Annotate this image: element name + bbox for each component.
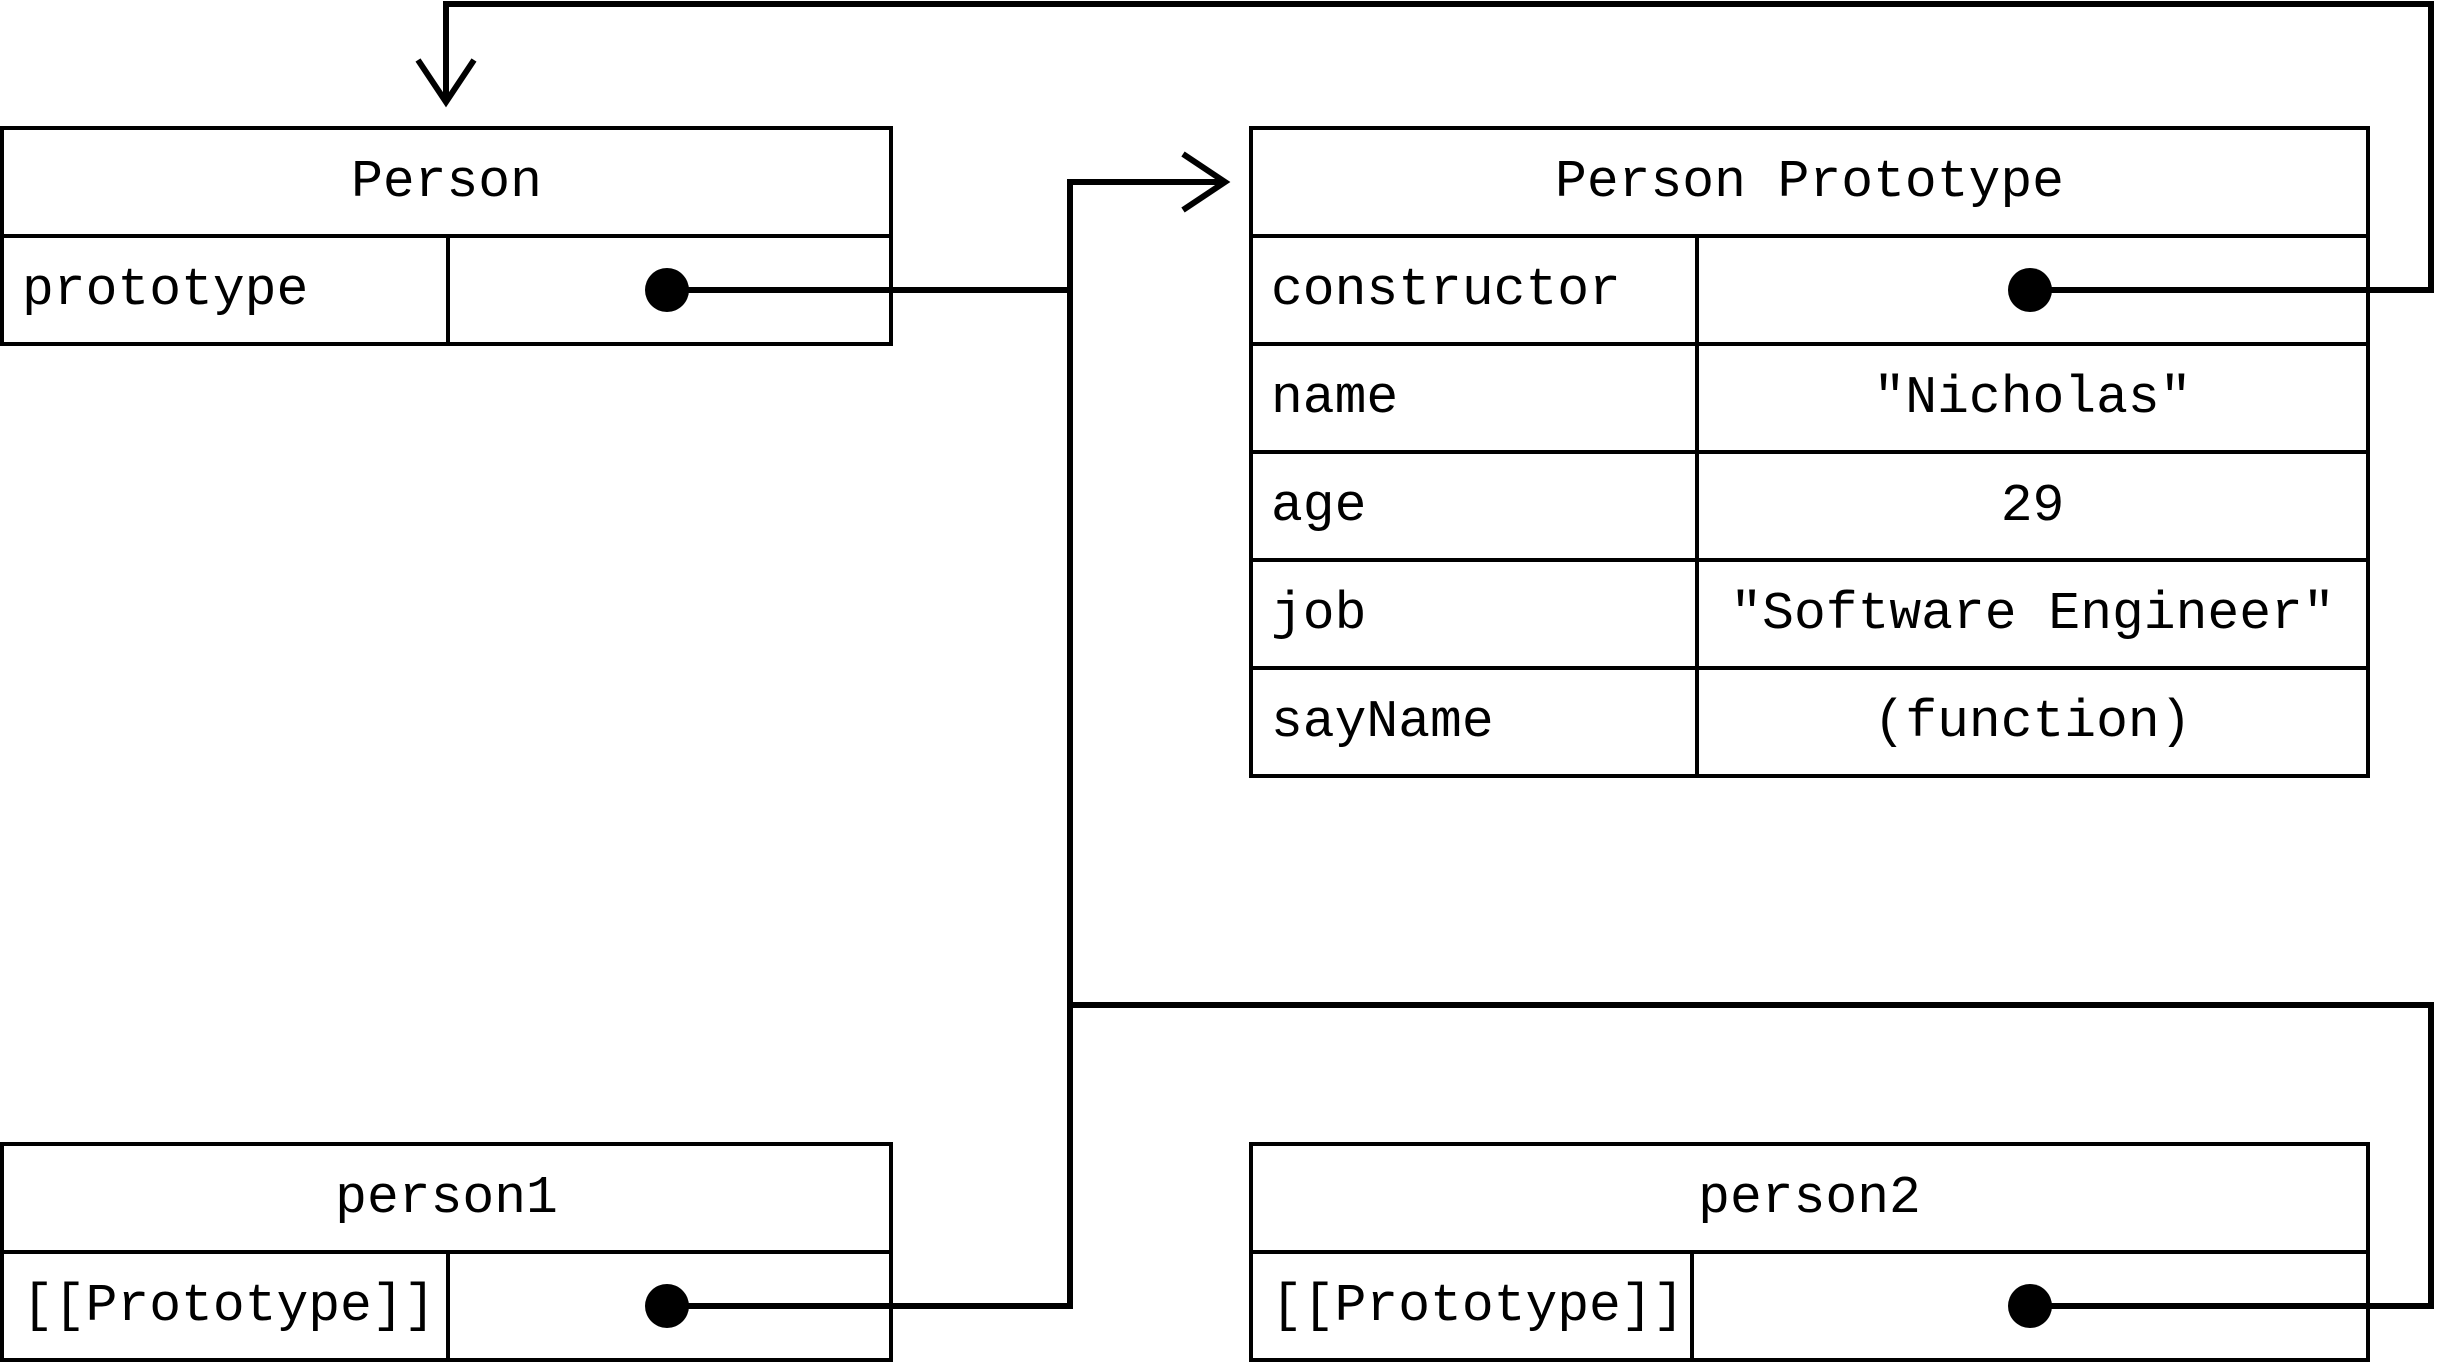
person1-prototype-dot: [645, 1284, 689, 1328]
person2-prototype-link: [1070, 1002, 2434, 1309]
person2-title: person2: [1249, 1142, 2370, 1254]
person1-prototype-key: [[Prototype]]: [0, 1250, 450, 1362]
prototype-row-key: name: [1249, 342, 1699, 454]
person1-title: person1: [0, 1142, 893, 1254]
prototype-row-value: "Nicholas": [1695, 342, 2370, 454]
prototype-row-job: job "Software Engineer": [1249, 558, 2370, 670]
person-title: Person: [0, 126, 893, 238]
person-prototype-dot: [645, 268, 689, 312]
prototype-row-value: "Software Engineer": [1695, 558, 2370, 670]
arrowhead-to-person: [415, 58, 477, 108]
prototype-row-key: job: [1249, 558, 1699, 670]
prototype-row-sayname: sayName (function): [1249, 666, 2370, 778]
prototype-row-value: (function): [1695, 666, 2370, 778]
prototype-row-key: sayName: [1249, 666, 1699, 778]
person-prototype-key: prototype: [0, 234, 450, 346]
person1-prototype-link: [667, 290, 1073, 1309]
person-prototype-title: Person Prototype: [1249, 126, 2370, 238]
prototype-row-key: constructor: [1249, 234, 1699, 346]
prototype-row-age: age 29: [1249, 450, 2370, 562]
prototype-row-value: 29: [1695, 450, 2370, 562]
prototype-row-name: name "Nicholas": [1249, 342, 2370, 454]
person2-box: person2 [[Prototype]]: [1249, 1142, 2370, 1362]
person2-prototype-dot: [2008, 1284, 2052, 1328]
person-constructor-box: Person prototype: [0, 126, 893, 346]
person-prototype-table: Person Prototype constructor name "Nicho…: [1249, 126, 2370, 778]
person2-prototype-key: [[Prototype]]: [1249, 1250, 1694, 1362]
person-table: Person prototype: [0, 126, 893, 346]
prototype-row-key: age: [1249, 450, 1699, 562]
person-prototype-box: Person Prototype constructor name "Nicho…: [1249, 126, 2370, 778]
person-prototype-link: [667, 179, 1225, 293]
arrowhead-to-person-prototype: [1181, 151, 1231, 213]
constructor-dot: [2008, 268, 2052, 312]
constructor-link: [443, 1, 2434, 293]
